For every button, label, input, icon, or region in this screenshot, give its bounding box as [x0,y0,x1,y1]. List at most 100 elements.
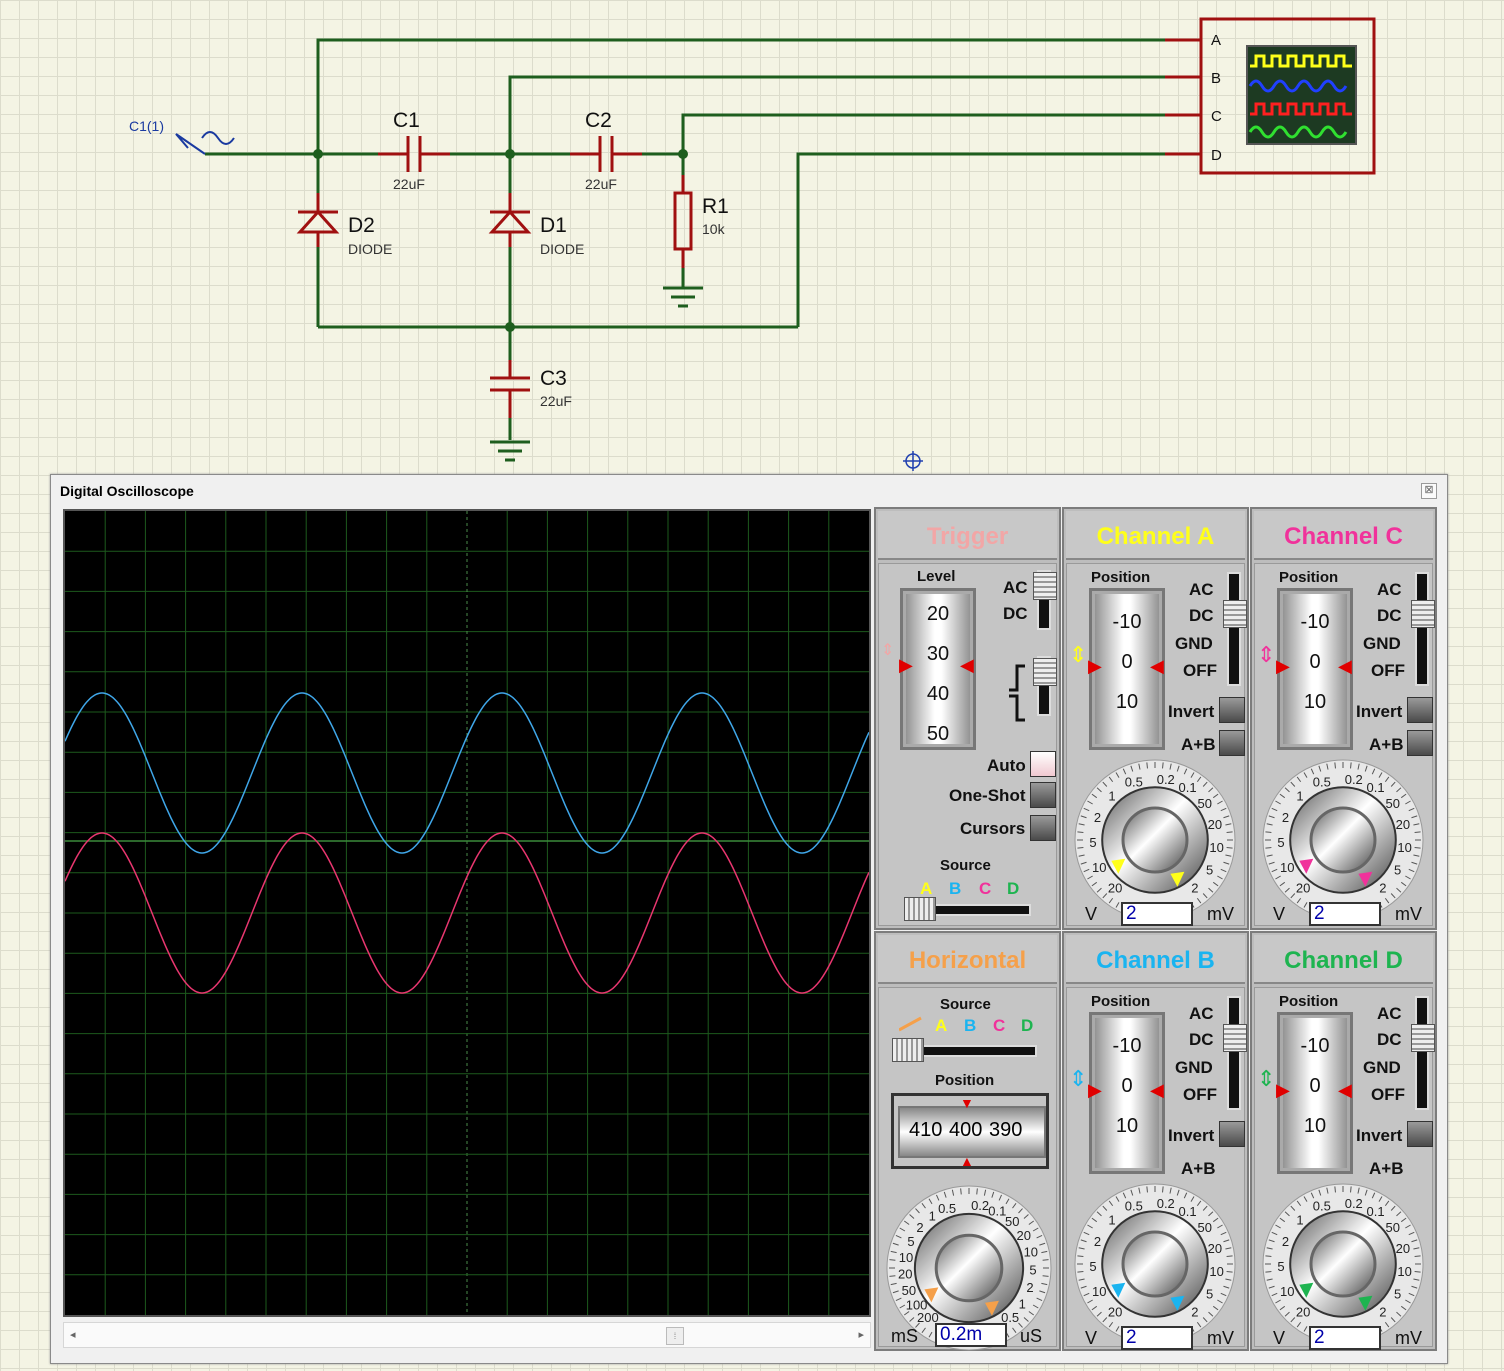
invert-button[interactable] [1407,1121,1433,1147]
volts-value-field[interactable]: 2 [1309,902,1381,926]
channel-position-value: -10 [1300,611,1330,633]
dial-scale-label: 10 [899,1250,913,1265]
volts-value-field[interactable]: 2 [1309,1326,1381,1350]
channel-position-value: -10 [1112,1035,1142,1057]
c1-ref: C1 [393,109,420,132]
position-left-arrow-icon: ▶ [1276,656,1290,676]
dial-scale-label: 2 [916,1220,923,1235]
one-shot-button[interactable] [1030,782,1056,808]
coupling-gnd-label: GND [1175,634,1213,653]
position-bottom-arrow-icon: ▲ [960,1153,974,1169]
dial-scale-label: 5 [1277,835,1284,850]
pin-b: B [1211,70,1221,87]
position-drag-icon[interactable]: ⇕ [1069,1066,1088,1091]
trigger-edge-switch[interactable] [1033,656,1057,716]
dial-scale-label: 2 [1094,1234,1101,1249]
source-label: C1(1) [129,118,164,134]
invert-button[interactable] [1219,1121,1245,1147]
cursors-button[interactable] [1030,815,1056,841]
schematic: C1(1) C1 22uF C2 22uF C3 22uF D1 DIODE D… [129,17,1376,471]
dial-pointer-icon [1170,1295,1185,1311]
close-icon[interactable]: ⊠ [1421,483,1437,499]
dial-scale-label: 0.2 [1157,1196,1175,1211]
coupling-ac-label: AC [1003,578,1028,597]
one-shot-label: One-Shot [949,786,1026,805]
channel-title: Channel C [1254,511,1433,560]
timebase-unit-left: mS [891,1326,918,1346]
dial-scale-label: 2 [1094,810,1101,825]
level-drum[interactable]: 20 30 40 50 [900,588,976,750]
volts-value-field[interactable]: 2 [1121,902,1193,926]
dial-scale-label: 20 [1296,1304,1310,1319]
dial-scale-label: 10 [1280,860,1294,875]
dial-scale-label: 1 [929,1209,936,1224]
scope-traces [64,511,870,1315]
coupling-dc-label: DC [1377,606,1402,625]
channel-position-value: -10 [1300,1035,1330,1057]
channel-position-value: 10 [1303,1115,1327,1137]
aplusb-button[interactable] [1407,730,1433,756]
horizontal-source-slider[interactable] [892,1038,1037,1062]
dial-scale-label: 1 [1296,1212,1303,1227]
c3-value: 22uF [540,393,572,409]
scroll-thumb[interactable]: ⁞ [666,1327,684,1345]
horizontal-source-b: B [964,1016,977,1035]
position-left-arrow-icon: ▶ [1276,1080,1290,1100]
trigger-source-b: B [949,879,962,898]
position-drag-icon[interactable]: ⇕ [1257,642,1276,667]
dial-scale-label: 0.5 [1125,1199,1143,1214]
position-drag-icon[interactable]: ⇕ [1257,1066,1276,1091]
dial-scale-label: 20 [1208,1241,1222,1256]
dial-scale-label: 50 [1385,796,1399,811]
dial-scale-label: 5 [1394,862,1401,877]
dial-pointer-icon [1299,858,1314,874]
dial-pointer-icon [1111,858,1126,874]
dial-scale-label: 2 [1379,880,1386,895]
dial-scale-label: 10 [1209,1264,1223,1279]
scroll-left-icon[interactable]: ◂ [70,1329,76,1341]
channel-coupling-switch[interactable] [1411,996,1435,1110]
horizontal-panel: Horizontal Source A B C D Position ▼ ▲ 4… [874,931,1061,1351]
trace-channel-b [64,692,870,854]
volts-value-field[interactable]: 2 [1121,1326,1193,1350]
invert-button[interactable] [1219,697,1245,723]
horizontal-position-value: 400 [949,1119,983,1141]
level-value: 30 [926,643,950,665]
auto-button[interactable] [1030,751,1056,777]
horizontal-scrollbar[interactable]: ◂ ⁞ ▸ [63,1322,871,1348]
horizontal-position-drum[interactable]: ▼ ▲ 410 400 390 [891,1093,1049,1169]
channel-position-label: Position [1279,569,1339,586]
aplusb-button[interactable] [1219,730,1245,756]
coupling-gnd-label: GND [1363,634,1401,653]
channel-coupling-switch[interactable] [1411,572,1435,686]
dial-scale-label: 0.5 [1001,1310,1019,1325]
trigger-coupling-switch[interactable] [1033,570,1057,630]
trigger-source-slider[interactable] [904,897,1031,921]
dial-scale-label: 20 [1208,817,1222,832]
dial-scale-label: 5 [907,1234,914,1249]
scroll-right-icon[interactable]: ▸ [858,1329,864,1341]
aplusb-label: A+B [1369,735,1404,754]
dial-scale-label: 0.1 [1367,1204,1385,1219]
window-titlebar[interactable]: Digital Oscilloscope ⊠ [51,475,1447,504]
horizontal-position-value: 410 [909,1119,943,1141]
channel-coupling-switch[interactable] [1223,996,1247,1110]
invert-button[interactable] [1407,697,1433,723]
coupling-dc-label: DC [1189,1030,1214,1049]
dial-scale-label: 2 [1282,810,1289,825]
channel-coupling-switch[interactable] [1223,572,1247,686]
position-drag-icon[interactable]: ⇕ [1069,642,1088,667]
level-drag-icon[interactable]: ⇕ [881,642,895,659]
aplusb-label: A+B [1369,1159,1404,1178]
timebase-value-field[interactable]: 0.2m [935,1323,1007,1347]
